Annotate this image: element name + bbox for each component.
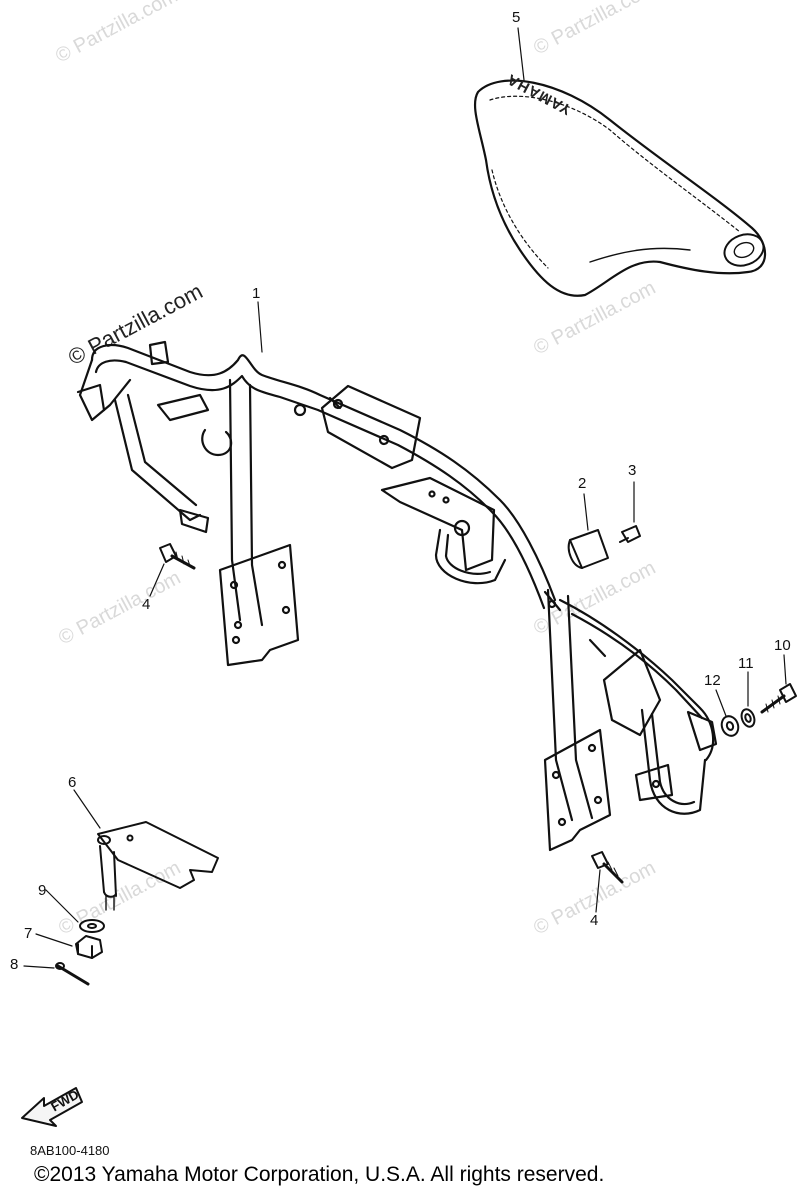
callout-11: 11 [738, 655, 754, 672]
cotter-pin-8 [55, 962, 90, 986]
callout-6: 6 [68, 774, 77, 791]
leader-lines [23, 27, 787, 969]
copyright-notice: ©2013 Yamaha Motor Corporation, U.S.A. A… [34, 1163, 605, 1186]
bracket-6 [97, 821, 219, 911]
callout-8: 8 [10, 956, 19, 973]
callout-10: 10 [774, 637, 791, 654]
callout-12: 12 [704, 672, 721, 689]
screw [619, 525, 641, 543]
handlebar-frame [76, 340, 718, 852]
callout-4: 4 [142, 596, 151, 613]
collar [567, 529, 609, 569]
bolt-right [591, 851, 624, 884]
bolt-10 [760, 683, 797, 714]
washer-11 [740, 708, 756, 728]
callout-7: 7 [24, 925, 33, 942]
fwd-arrow-icon [21, 1087, 83, 1127]
diagram-code: 8AB100-4180 [30, 1143, 110, 1158]
callout-5: 5 [512, 9, 521, 26]
callout-3: 3 [628, 462, 637, 479]
callout-1: 1 [252, 285, 261, 302]
nut-7 [75, 935, 103, 959]
callout-4: 4 [590, 912, 599, 929]
washer-9 [79, 919, 105, 933]
callout-2: 2 [578, 475, 587, 492]
bolt-left [159, 543, 196, 570]
callout-9: 9 [38, 882, 47, 899]
seat-pad [473, 79, 767, 297]
washer-12 [720, 715, 740, 737]
